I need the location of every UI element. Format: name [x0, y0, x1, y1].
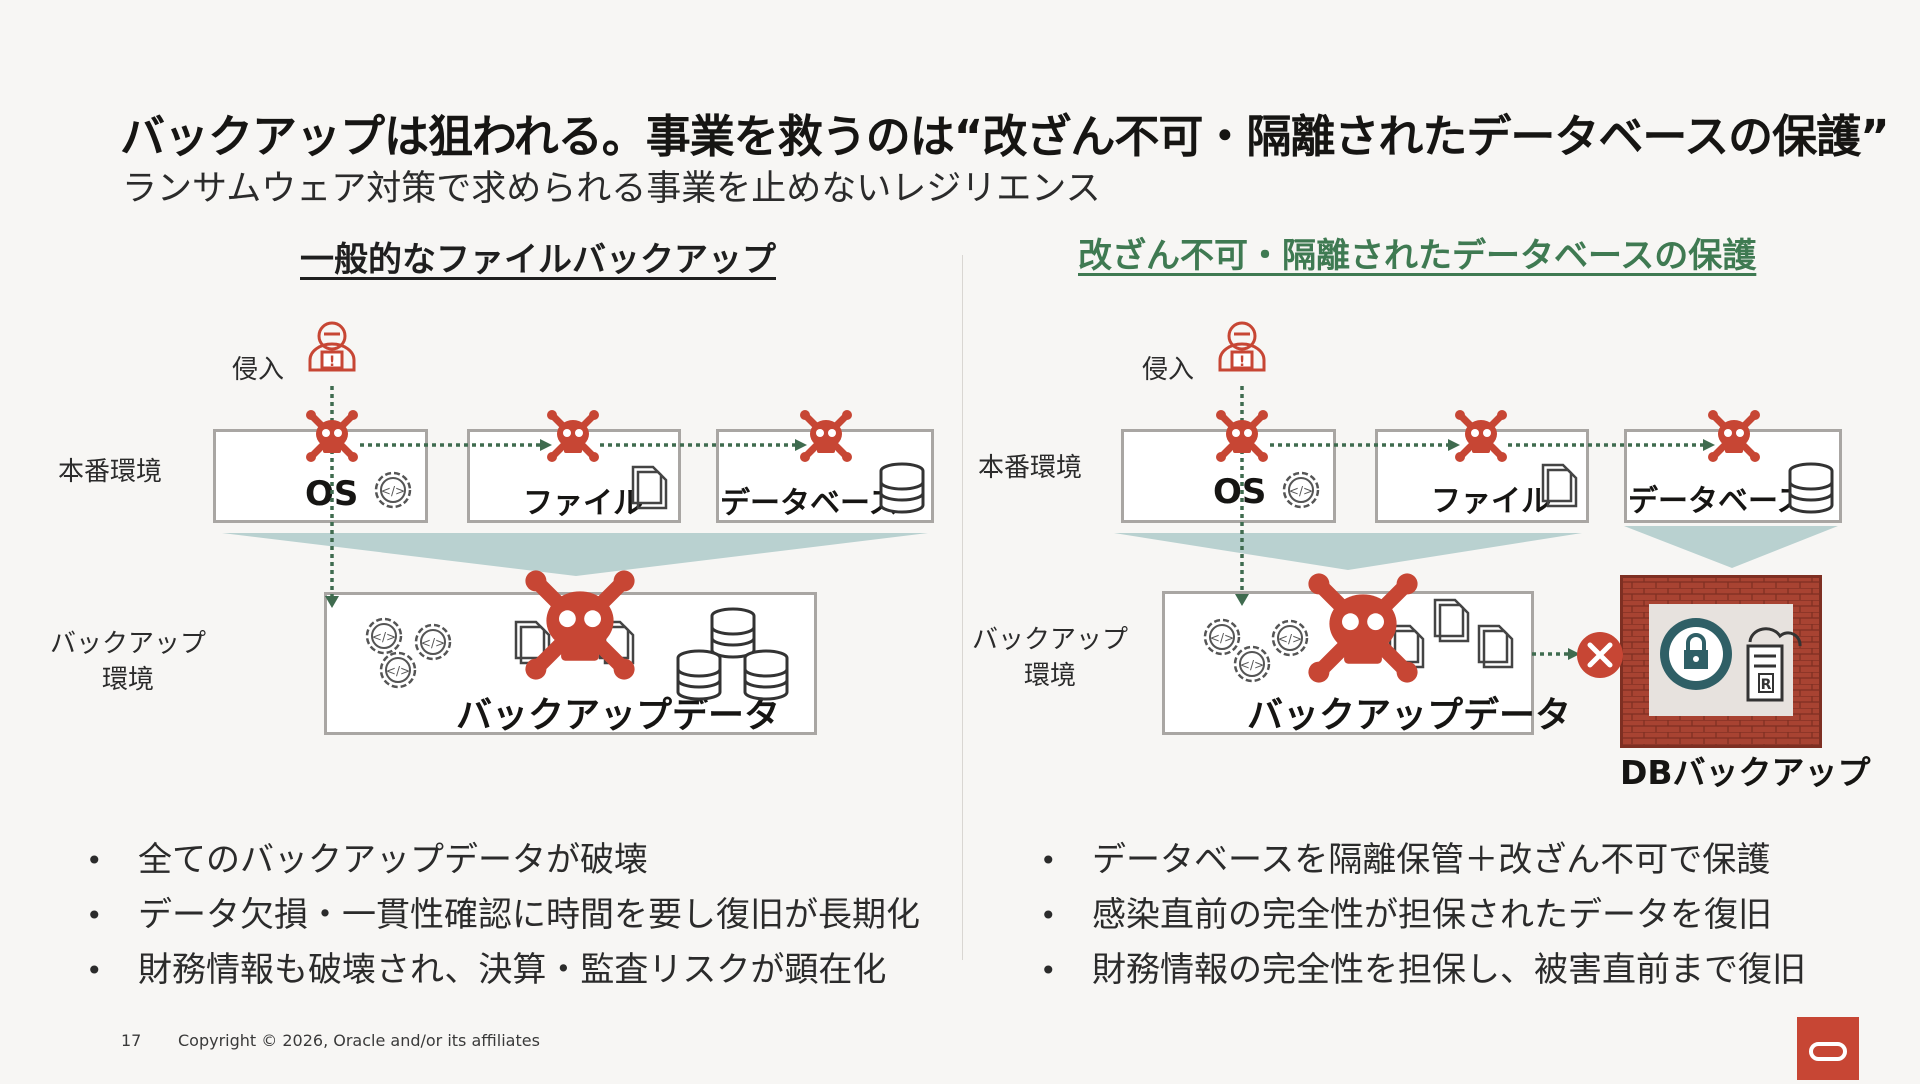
cloud-server-icon: R — [1746, 627, 1802, 702]
db-backup-label: DBバックアップ — [1620, 753, 1871, 792]
right-db-label: データベース — [1628, 484, 1807, 519]
oracle-logo — [1797, 1017, 1859, 1080]
left-file-doc-icon — [631, 465, 668, 510]
right-prod-env-label: 本番環境 — [978, 453, 1083, 483]
left-backup-env-label: バックアップ 環境 — [50, 629, 207, 695]
backup-gear-icon — [414, 623, 452, 661]
right-diagram-graphics: R — [1114, 321, 1838, 745]
left-diagram: 侵入 本番環境 バックアップ 環境 OS ファイル データベース バックアップデ… — [0, 300, 960, 780]
left-file-label: ファイル — [523, 486, 643, 521]
list-item: 感染直前の完全性が担保されたデータを復旧 — [1040, 888, 1806, 943]
backup-doc-icon — [1477, 624, 1514, 669]
left-db-icon — [879, 462, 925, 514]
list-item: データベースを隔離保管＋改ざん不可で保護 — [1040, 833, 1806, 888]
left-db-skull-icon — [800, 410, 852, 462]
lock-icon — [1660, 618, 1732, 690]
right-bullet-list: データベースを隔離保管＋改ざん不可で保護 感染直前の完全性が担保されたデータを復… — [1040, 833, 1806, 998]
left-prod-env-label: 本番環境 — [58, 457, 163, 487]
list-item: 財務情報も破壊され、決算・監査リスクが顕在化 — [86, 943, 920, 998]
right-db-icon — [1788, 462, 1834, 514]
left-file-skull-icon — [547, 410, 599, 462]
right-backup-data-label: バックアップデータ — [1247, 695, 1572, 736]
error-x-icon — [1577, 632, 1623, 678]
left-diagram-graphics: </> ! — [222, 321, 928, 701]
backup-db-icon — [676, 649, 722, 701]
backup-db-icon — [743, 649, 789, 701]
right-heading: 改ざん不可・隔離されたデータベースの保護 — [1078, 236, 1757, 276]
list-item: データ欠損・一貫性確認に時間を要し復旧が長期化 — [86, 888, 920, 943]
right-os-gear-icon — [1282, 471, 1320, 509]
page-number: 17 — [121, 1031, 142, 1050]
left-hacker-icon — [308, 321, 356, 372]
right-os-label: OS — [1213, 472, 1267, 512]
backup-gear-icon — [379, 651, 417, 689]
list-item: 財務情報の完全性を担保し、被害直前まで復旧 — [1040, 943, 1806, 998]
backup-gear-icon — [1203, 618, 1241, 656]
right-os-skull-icon — [1216, 410, 1268, 462]
backup-gear-icon — [1271, 619, 1309, 657]
left-bullet-list: 全てのバックアップデータが破壊 データ欠損・一貫性確認に時間を要し復旧が長期化 … — [86, 833, 920, 998]
right-intrusion-label: 侵入 — [1142, 355, 1195, 385]
vault-letter: R — [1761, 677, 1772, 693]
oracle-logo-icon — [1809, 1042, 1847, 1061]
list-item: 全てのバックアップデータが破壊 — [86, 833, 920, 888]
left-db-label: データベース — [720, 486, 899, 521]
backup-db-icon — [710, 607, 756, 659]
slide-title: バックアップは狙われる。事業を救うのは“改ざん不可・隔離されたデータベースの保護… — [120, 110, 1890, 163]
backup-doc-icon — [1433, 598, 1470, 643]
right-diagram: 侵入 本番環境 バックアップ 環境 OS ファイル データベース バックアップデ… — [960, 300, 1920, 800]
right-backup-env-label: バックアップ 環境 — [972, 625, 1129, 691]
backup-gear-icon — [1233, 645, 1271, 683]
column-divider — [962, 255, 963, 960]
backup-gear-icon — [365, 617, 403, 655]
left-backup-data-label: バックアップデータ — [456, 695, 781, 736]
left-os-skull-icon — [306, 410, 358, 462]
left-os-gear-icon — [374, 471, 412, 509]
right-file-skull-icon — [1455, 410, 1507, 462]
right-file-doc-icon — [1541, 463, 1578, 508]
left-heading: 一般的なファイルバックアップ — [300, 240, 776, 280]
copyright-text: Copyright © 2026, Oracle and/or its affi… — [178, 1031, 540, 1050]
left-intrusion-label: 侵入 — [232, 355, 285, 385]
right-hacker-icon — [1218, 321, 1266, 372]
slide-subtitle: ランサムウェア対策で求められる事業を止めないレジリエンス — [122, 169, 1101, 209]
right-file-label: ファイル — [1431, 484, 1551, 519]
right-db-skull-icon — [1708, 410, 1760, 462]
